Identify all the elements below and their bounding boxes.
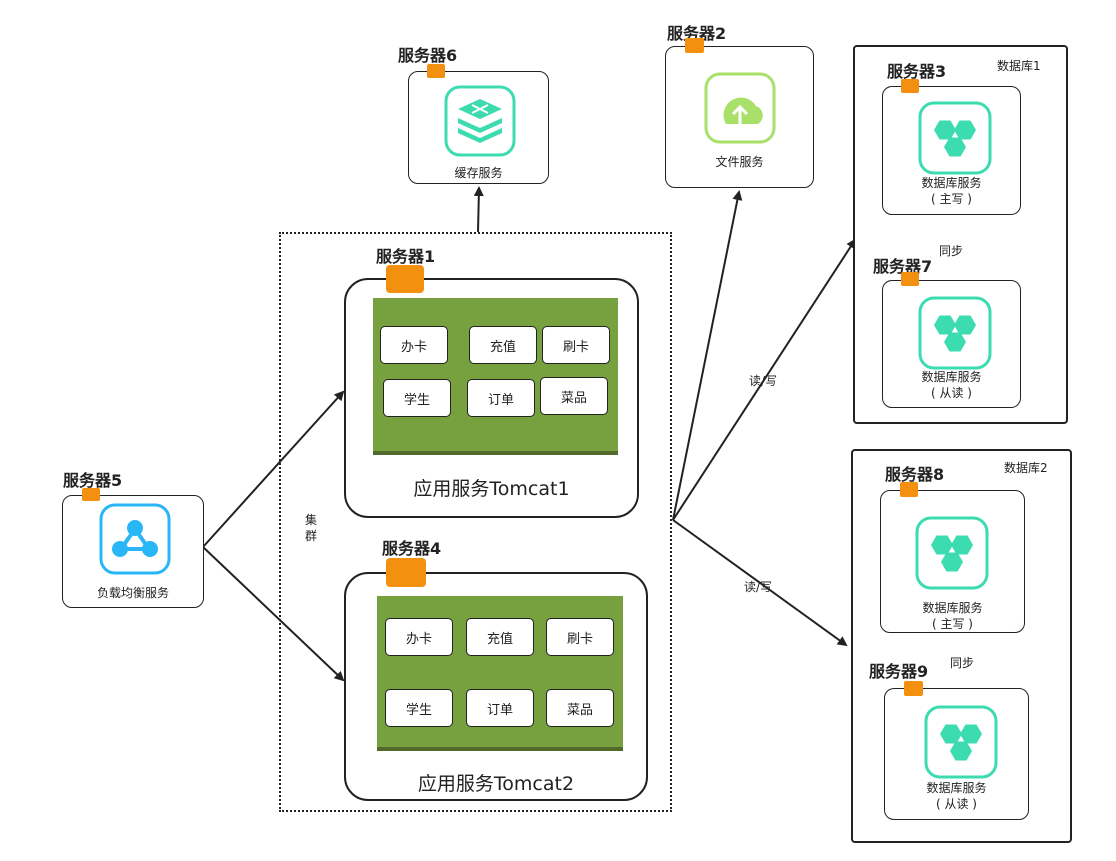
server8-label: 服务器8 <box>885 465 945 484</box>
arrow-app-to-db2 <box>672 519 848 647</box>
server2-label: 服务器2 <box>667 24 727 43</box>
stack-layers-icon <box>444 85 516 157</box>
db1-label: 数据库1 <box>997 59 1041 73</box>
server9-label: 服务器9 <box>869 662 929 681</box>
hexagon-cluster-icon <box>918 101 992 175</box>
db1-master-caption: 数据库服务 <box>921 176 982 190</box>
cluster-label-2: 群 <box>305 529 318 543</box>
tomcat2-module-student[interactable]: 学生 <box>385 689 453 727</box>
tomcat2-title: 应用服务Tomcat2 <box>417 773 575 795</box>
arrow-cluster-to-cache <box>473 186 484 233</box>
tomcat2-module-card[interactable]: 办卡 <box>385 618 453 656</box>
db2-master-role: ( 主写 ) <box>932 617 973 631</box>
tomcat1-module-card[interactable]: 办卡 <box>380 326 448 364</box>
server7-badge <box>901 272 919 286</box>
db2-master-caption: 数据库服务 <box>922 601 983 615</box>
server3-badge <box>901 79 919 93</box>
server1-badge <box>386 265 424 293</box>
arrow-app-to-db1 <box>672 238 857 521</box>
arrow-lb-to-tomcat1 <box>202 390 345 548</box>
server3-label: 服务器3 <box>887 62 947 81</box>
server7-label: 服务器7 <box>873 257 933 276</box>
tomcat1-module-panel <box>373 298 618 455</box>
server9-badge <box>904 681 923 696</box>
cache-service-caption: 缓存服务 <box>454 166 503 180</box>
tomcat1-module-swipe[interactable]: 刷卡 <box>542 326 610 364</box>
tomcat2-module-dish[interactable]: 菜品 <box>546 689 614 727</box>
server4-badge <box>386 558 426 587</box>
hexagon-cluster-icon <box>915 516 989 590</box>
edge-label-db1: 读/写 <box>749 374 778 388</box>
server1-label: 服务器1 <box>376 247 436 266</box>
server5-badge <box>82 488 100 501</box>
file-service-caption: 文件服务 <box>715 155 764 169</box>
db1-sync-label: 同步 <box>939 244 964 258</box>
server8-badge <box>900 482 918 497</box>
network-share-icon <box>99 503 171 575</box>
db2-slave-caption: 数据库服务 <box>926 781 987 795</box>
server6-badge <box>427 64 445 78</box>
db1-slave-role: ( 从读 ) <box>931 386 972 400</box>
arrow-lb-to-tomcat2 <box>202 546 345 682</box>
cloud-upload-icon <box>704 72 776 144</box>
db1-master-role: ( 主写 ) <box>931 192 972 206</box>
tomcat1-module-recharge[interactable]: 充值 <box>469 326 537 364</box>
tomcat2-module-order[interactable]: 订单 <box>466 689 534 727</box>
tomcat1-title: 应用服务Tomcat1 <box>413 478 570 500</box>
tomcat2-module-swipe[interactable]: 刷卡 <box>546 618 614 656</box>
tomcat1-module-order[interactable]: 订单 <box>467 379 535 417</box>
lb-service-caption: 负载均衡服务 <box>96 586 169 600</box>
hexagon-cluster-icon <box>924 705 998 779</box>
server4-label: 服务器4 <box>382 539 442 558</box>
cluster-label-1: 集 <box>305 513 318 527</box>
db1-slave-caption: 数据库服务 <box>921 370 982 384</box>
server5-label: 服务器5 <box>63 471 123 490</box>
db2-slave-role: ( 从读 ) <box>936 797 977 811</box>
db2-sync-label: 同步 <box>950 656 975 670</box>
arrow-app-to-file <box>672 190 743 521</box>
tomcat1-module-student[interactable]: 学生 <box>383 379 451 417</box>
server2-badge <box>685 38 704 53</box>
server6-label: 服务器6 <box>398 46 458 65</box>
hexagon-cluster-icon <box>918 296 992 370</box>
tomcat1-module-dish[interactable]: 菜品 <box>540 377 608 415</box>
tomcat2-module-recharge[interactable]: 充值 <box>466 618 534 656</box>
db2-label: 数据库2 <box>1004 461 1048 475</box>
edge-label-db2: 读/写 <box>744 580 773 594</box>
cluster-boundary <box>279 232 672 812</box>
